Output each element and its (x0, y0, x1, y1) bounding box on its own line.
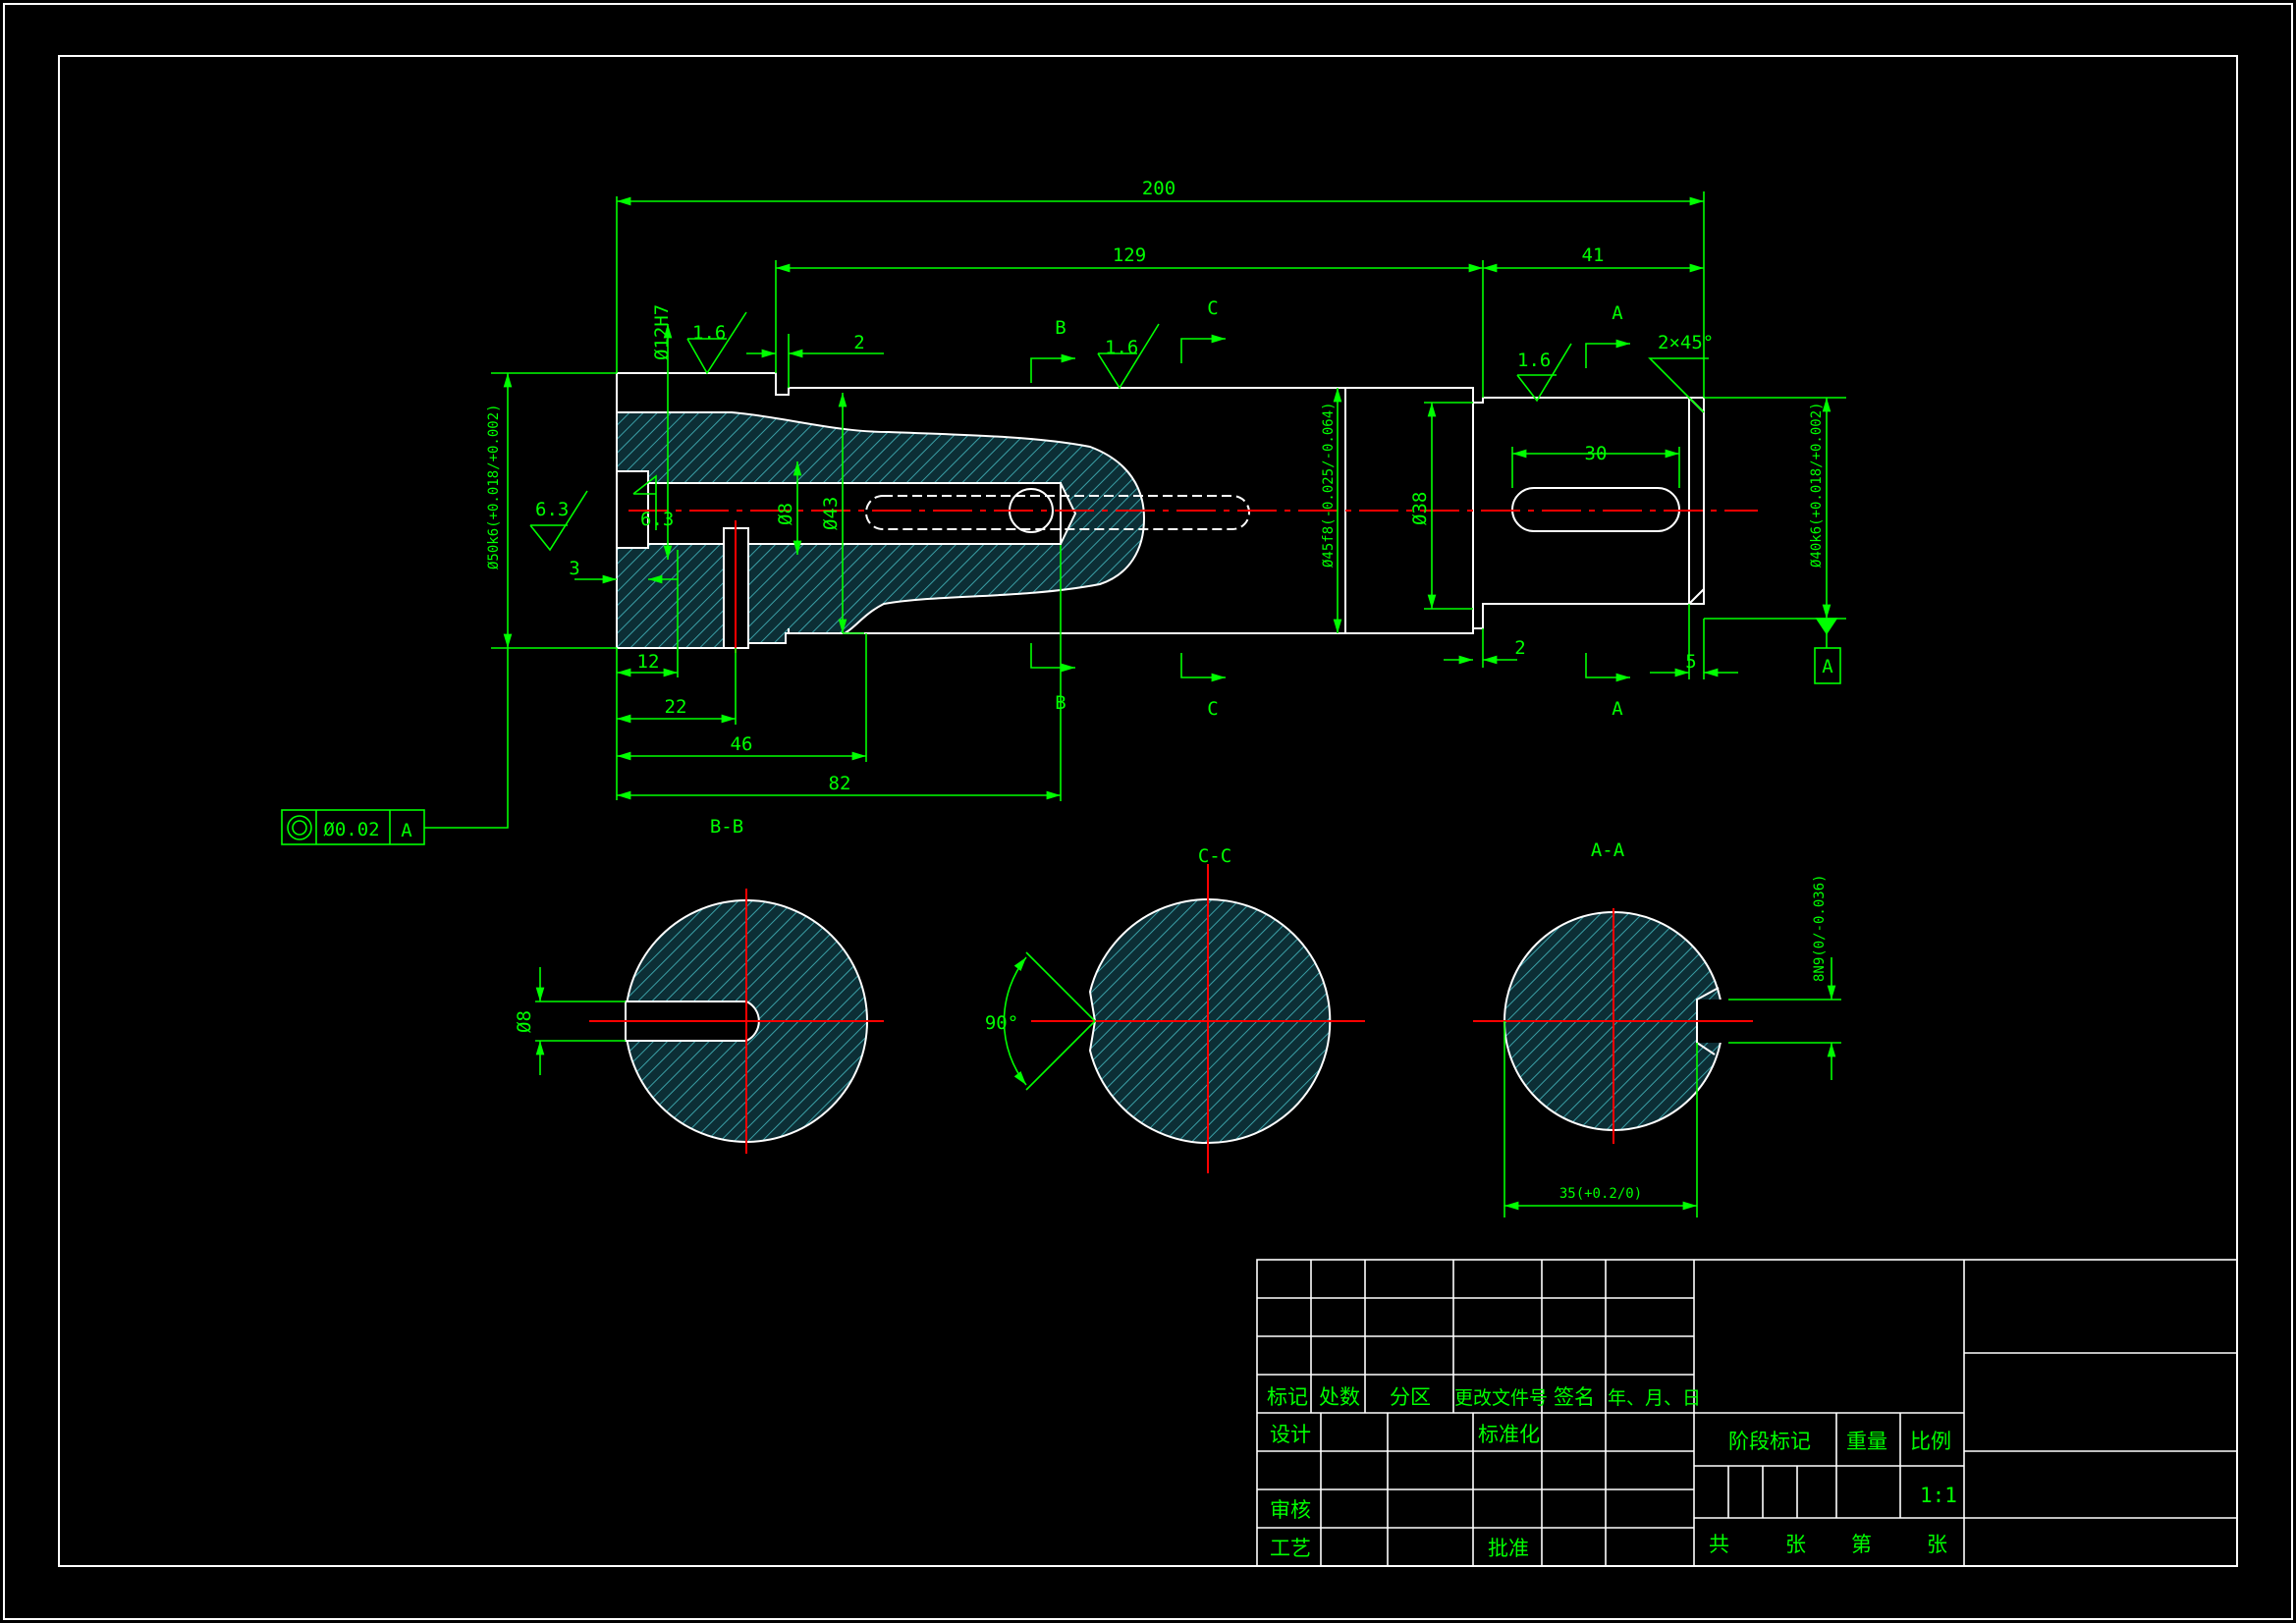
section-cc-view (1003, 864, 1365, 1173)
section-cut-markers (1030, 334, 1630, 682)
dim-diameter-40: Ø40k6(+0.018/+0.002) (1809, 402, 1825, 568)
dim-82: 82 (829, 773, 851, 794)
section-aa-width: 8N9(0/-0.036) (1812, 874, 1828, 982)
title-block-text: 标记 处数 分区 更改文件号 签名 年、月、日 设计 标准化 审核 工艺 批准 … (1267, 1385, 1957, 1560)
tb-scale: 比例 (1910, 1430, 1951, 1453)
dimension-text: 200 129 41 2 2 5 30 12 22 46 82 3 2×45° … (323, 178, 1833, 1202)
tb-stage-mark: 阶段标记 (1728, 1430, 1811, 1453)
geometric-tolerance-frame (281, 809, 425, 845)
dim-diameter-45: Ø45f8(-0.025/-0.064) (1321, 402, 1337, 568)
dim-2-bottom: 2 (1514, 637, 1525, 659)
tb-date: 年、月、日 (1608, 1387, 1701, 1409)
section-mark-a-top: A (1612, 302, 1623, 324)
dim-46: 46 (731, 733, 753, 755)
section-aa-title: A-A (1591, 839, 1625, 861)
tb-zone: 分区 (1390, 1385, 1431, 1409)
dim-overall-length: 200 (1142, 178, 1175, 199)
dim-chamfer: 2×45° (1658, 332, 1714, 353)
tolerance-value: Ø0.02 (323, 819, 379, 840)
section-mark-c-top: C (1207, 298, 1218, 319)
tb-sheet: 张 (1785, 1533, 1806, 1556)
roughness-label-4: 6.3 (535, 499, 569, 520)
tb-page: 第 (1851, 1533, 1872, 1556)
dim-5: 5 (1685, 651, 1696, 673)
tb-sheet2: 张 (1927, 1533, 1947, 1556)
section-mark-a-bottom: A (1612, 698, 1623, 720)
tolerance-datum: A (401, 820, 412, 841)
tb-count: 处数 (1319, 1385, 1360, 1409)
section-mark-b-top: B (1055, 317, 1066, 339)
tb-signature: 签名 (1554, 1385, 1595, 1409)
dim-41: 41 (1582, 244, 1605, 266)
section-bb-title: B-B (710, 816, 743, 838)
dim-30: 30 (1585, 443, 1608, 464)
tb-standardize: 标准化 (1478, 1423, 1540, 1446)
dim-22: 22 (665, 696, 687, 718)
section-aa-depth: 35(+0.2/0) (1559, 1186, 1642, 1202)
dim-12: 12 (637, 651, 660, 673)
tb-scale-value: 1:1 (1920, 1484, 1957, 1507)
dim-3: 3 (569, 558, 579, 579)
section-cc-title: C-C (1198, 845, 1231, 867)
title-block (1256, 1259, 2238, 1567)
roughness-label-2: 1.6 (1105, 337, 1138, 358)
tb-weight: 重量 (1846, 1430, 1887, 1453)
section-mark-b-bottom: B (1055, 692, 1066, 714)
roughness-label-5: 6.3 (640, 509, 674, 530)
tb-change-doc: 更改文件号 (1454, 1387, 1548, 1409)
roughness-label-3: 1.6 (1517, 350, 1551, 371)
dimension-lines (424, 191, 1846, 829)
tb-design: 设计 (1270, 1423, 1311, 1446)
section-bb-view (535, 889, 884, 1154)
drawing-frame (3, 3, 2293, 1620)
dim-2-top: 2 (853, 332, 864, 353)
tb-mark: 标记 (1267, 1385, 1308, 1409)
tb-total: 共 (1709, 1533, 1729, 1556)
section-aa-view (1473, 908, 1841, 1217)
roughness-symbols (529, 311, 1572, 552)
section-bb-dim: Ø8 (514, 1010, 535, 1033)
shaft-main-view (616, 372, 1758, 653)
tb-process: 工艺 (1270, 1537, 1311, 1560)
dim-diameter-12: Ø12H7 (651, 304, 673, 360)
dim-diameter-38: Ø38 (1409, 492, 1431, 525)
roughness-label-1: 1.6 (692, 322, 726, 344)
datum-label: A (1822, 656, 1833, 677)
dim-129: 129 (1113, 244, 1146, 266)
dim-diameter-8: Ø8 (775, 503, 796, 525)
section-mark-c-bottom: C (1207, 698, 1218, 720)
tb-approve: 批准 (1488, 1537, 1529, 1560)
dim-diameter-43: Ø43 (820, 497, 842, 530)
tb-review: 审核 (1270, 1498, 1311, 1522)
dim-diameter-50: Ø50k6(+0.018/+0.002) (486, 404, 502, 569)
section-cc-angle: 90° (985, 1012, 1018, 1034)
